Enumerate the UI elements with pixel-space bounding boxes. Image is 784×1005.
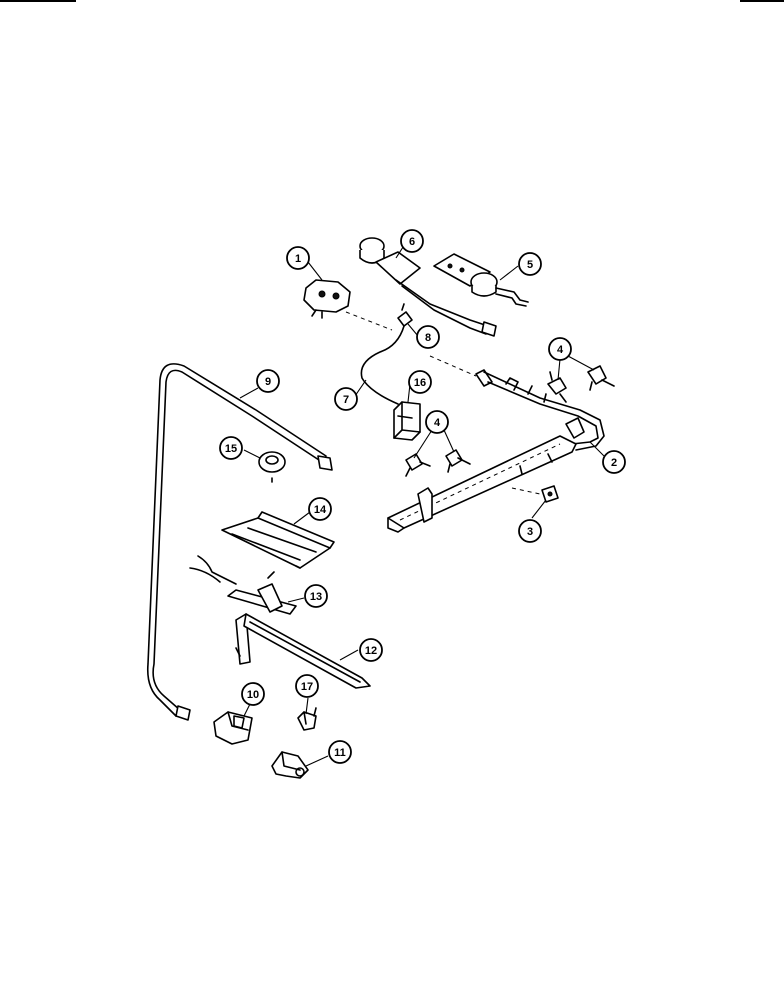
svg-text:4: 4 [557,344,564,356]
callout-12: 12 [359,638,383,662]
callout-4-lower: 4 [425,410,449,434]
page-edge-mark-left [0,0,76,2]
callout-10: 10 [241,682,265,706]
svg-text:4: 4 [434,417,441,429]
callouts: 1 6 5 8 7 16 4 4 2 3 9 15 14 13 12 10 17… [219,229,626,764]
callout-16: 16 [408,370,432,394]
part-12-burner-bar [235,613,371,689]
part-4-valve-lower [405,449,471,477]
callout-13: 13 [304,584,328,608]
part-16-switch-block [393,401,421,441]
svg-text:15: 15 [225,443,237,455]
svg-text:13: 13 [310,591,322,603]
leader-lines [239,243,605,767]
part-8-clip [397,303,413,327]
part-15-nut [258,451,286,483]
svg-text:3: 3 [527,526,533,538]
part-11-bracket [271,751,309,779]
part-17-clip [297,707,317,731]
callout-9: 9 [256,369,280,393]
svg-text:10: 10 [247,689,259,701]
part-5-burner-bracket [433,253,529,307]
callout-14: 14 [308,497,332,521]
part-13-igniter [189,555,297,615]
callout-4-upper: 4 [548,337,572,361]
part-14-burner-plate [221,511,335,569]
part-7-wire [360,325,405,405]
part-4-valve-upper [543,365,615,403]
callout-17: 17 [295,674,319,698]
svg-text:8: 8 [425,332,431,344]
part-1-valve [303,279,393,331]
svg-text:5: 5 [527,259,533,271]
callout-3: 3 [518,519,542,543]
svg-text:2: 2 [611,457,617,469]
callout-8: 8 [416,325,440,349]
part-9-gas-tube [146,363,333,721]
callout-6: 6 [400,229,424,253]
svg-text:1: 1 [295,253,301,265]
part-6-burner-tube [359,237,497,337]
svg-text:6: 6 [409,236,415,248]
callout-15: 15 [219,436,243,460]
callout-5: 5 [518,252,542,276]
svg-text:9: 9 [265,376,271,388]
svg-text:17: 17 [301,681,313,693]
page-edge-mark-right [740,0,784,2]
svg-text:14: 14 [314,504,327,516]
svg-text:11: 11 [334,747,346,759]
callout-1: 1 [286,246,310,270]
callout-7: 7 [334,387,358,411]
svg-text:16: 16 [414,377,426,389]
part-10-regulator [213,711,253,745]
svg-text:7: 7 [343,394,349,406]
part-2-manifold [387,355,605,533]
part-3-bracket [541,485,559,503]
svg-text:12: 12 [365,645,377,657]
callout-2: 2 [602,450,626,474]
callout-11: 11 [328,740,352,764]
